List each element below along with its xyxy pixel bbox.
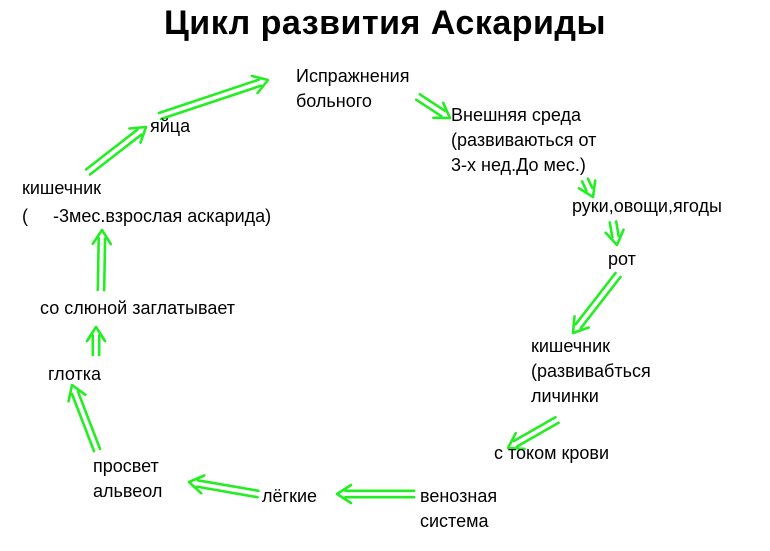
node-pharynx: глотка (48, 364, 102, 384)
node-feces: Испражнения больного (296, 64, 409, 114)
arrow-alveoli-to-pharynx (67, 383, 102, 453)
node-environment: Внешняя среда (развиваються от 3-х нед.Д… (451, 103, 596, 178)
node-eggs: яйца (150, 116, 191, 136)
arrow-venous-to-lungs (335, 483, 416, 505)
node-mouth: рот (608, 249, 636, 269)
node-alveoli-line-2: альвеол (93, 481, 163, 501)
arrow-hands-to-mouth (604, 220, 625, 247)
node-hands: руки,овощи,ягоды (572, 196, 722, 216)
arrow-intestine-to-blood (506, 415, 560, 451)
node-intestine-adult-line-1: кишечник (22, 178, 102, 198)
node-intestine-larvae-line-3: личинки (531, 386, 599, 406)
arrow-eggs-to-feces (157, 74, 270, 121)
node-alveoli: просвет альвеол (93, 454, 162, 504)
node-lungs: лёгкие (262, 486, 318, 506)
node-environment-line-2: (развиваються от (451, 130, 597, 150)
arrow-mouth-to-intestine (571, 271, 622, 335)
node-venous-system: венозная система (420, 484, 497, 534)
node-venous-line-2: система (420, 511, 489, 531)
diagram-title: Цикл развития Аскариды (163, 4, 607, 42)
arrow-saliva-to-intestine (91, 228, 113, 292)
node-feces-line-1: Испражнения (296, 66, 410, 86)
node-environment-line-3: 3-х нед.До мес.) (451, 155, 586, 175)
node-intestine-larvae: кишечник (развивабться личинки (531, 334, 651, 409)
node-blood: с током крови (494, 443, 610, 463)
node-intestine-larvae-line-2: (развивабться (531, 361, 651, 381)
node-environment-line-1: Внешняя среда (451, 105, 581, 125)
arrow-intestine-to-eggs (84, 125, 148, 176)
arrow-pharynx-to-saliva (85, 325, 107, 357)
arrow-environment-to-hands (577, 177, 597, 199)
node-intestine-adult-line-2: ( -3мес.взрослая аскарида) (22, 206, 272, 226)
node-saliva: со слюной заглатывает (40, 298, 235, 318)
arrow-feces-to-environment (414, 93, 452, 120)
node-intestine-larvae-line-1: кишечник (531, 336, 611, 356)
node-venous-line-1: венозная (420, 486, 498, 506)
node-intestine-adult: кишечник ( -3мес.взрослая аскарида) (22, 174, 271, 230)
node-feces-line-2: больного (296, 91, 372, 111)
arrow-lungs-to-alveoli (187, 474, 260, 499)
node-alveoli-line-1: просвет (93, 456, 159, 476)
